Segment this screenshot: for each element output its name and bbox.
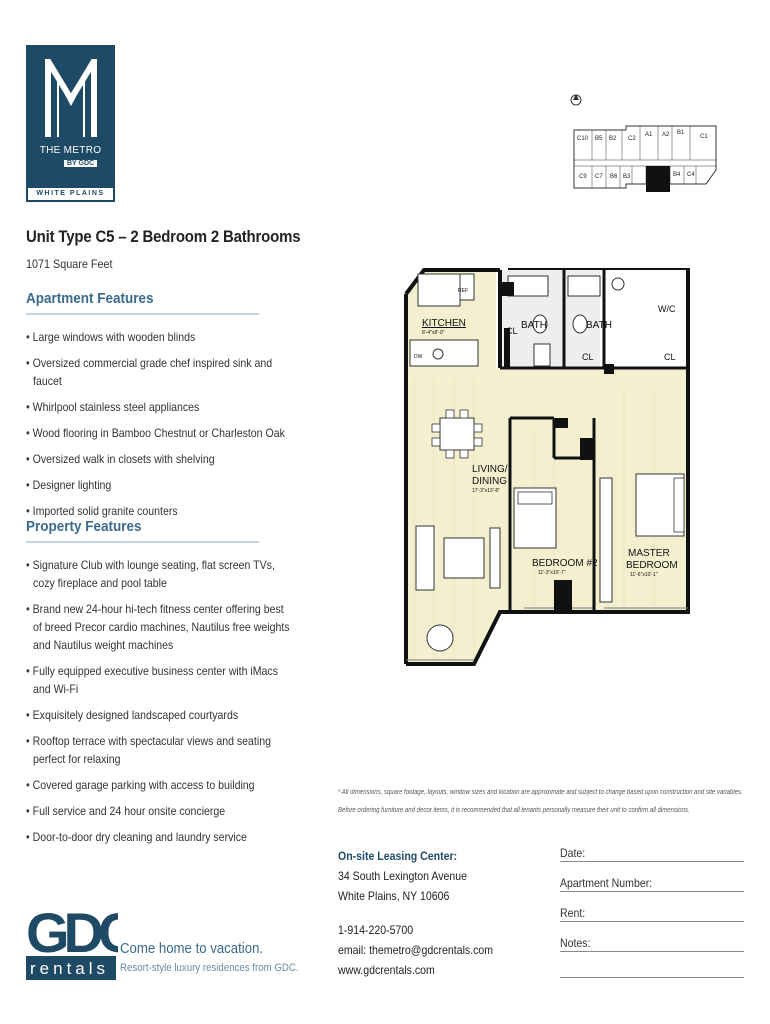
- disclaimer-line-1: * All dimensions, square footage, layout…: [338, 789, 743, 796]
- list-item: Signature Club with lounge seating, flat…: [26, 556, 290, 592]
- closet-2-label: CL: [582, 352, 594, 362]
- list-item: Oversized commercial grade chef inspired…: [26, 354, 290, 390]
- list-item: Door-to-door dry cleaning and laundry se…: [26, 828, 290, 846]
- date-label: Date:: [560, 846, 588, 860]
- list-item: Imported solid granite counters: [26, 502, 290, 520]
- kitchen-label: KITCHEN: [422, 318, 466, 329]
- bath-2-label: BATH: [586, 320, 612, 331]
- keyplan-unit-a2: A2: [662, 132, 670, 138]
- leasing-street: 34 South Lexington Avenue: [338, 869, 467, 883]
- list-item: Fully equipped executive business center…: [26, 662, 290, 698]
- leasing-email: email: themetro@gdcrentals.com: [338, 943, 494, 957]
- list-item: Designer lighting: [26, 476, 290, 494]
- bedroom-2-dimensions: 11'-3"x10'-7": [538, 570, 566, 576]
- keyplan-unit-c4: C4: [687, 172, 695, 178]
- apartment-number-label: Apartment Number:: [560, 876, 654, 890]
- keyplan-unit-c2: C2: [628, 136, 636, 142]
- notes-label: Notes:: [560, 936, 593, 950]
- property-features-list: Signature Club with lounge seating, flat…: [26, 556, 291, 846]
- closet-3-label: CL: [664, 352, 676, 362]
- unit-floor-plan: KITCHEN 8'-4"x8'-0" REF DW BATH BATH CL …: [404, 268, 690, 666]
- leasing-info: On-site Leasing Center: 34 South Lexingt…: [338, 846, 493, 980]
- keyplan-unit-c7: C7: [595, 174, 603, 180]
- leasing-city: White Plains, NY 10606: [338, 889, 450, 903]
- disclaimer: * All dimensions, square footage, layout…: [338, 784, 743, 820]
- gdc-rentals-logo: GDC rentals: [26, 901, 118, 980]
- brand-tagline: Come home to vacation.: [120, 940, 264, 957]
- the-metro-logo: THE METRO BY GDC WHITE PLAINS: [26, 45, 115, 202]
- property-features-rule: [26, 541, 259, 543]
- disclaimer-line-2: Before ordering furniture and decor item…: [338, 807, 690, 814]
- list-item: Large windows with wooden blinds: [26, 328, 290, 346]
- master-bedroom-label: BEDROOM: [626, 560, 678, 571]
- gdc-wordmark: GDC: [26, 901, 118, 964]
- keyplan-unit-b1: B1: [677, 130, 685, 136]
- kitchen-dimensions: 8'-4"x8'-0": [422, 330, 445, 336]
- bath-1-label: BATH: [521, 320, 547, 331]
- living-label: LIVING/: [472, 464, 508, 475]
- keyplan-unit-c9: C9: [579, 174, 587, 180]
- bedroom-2-label: BEDROOM #2: [532, 558, 598, 569]
- apartment-features-rule: [26, 313, 259, 315]
- apartment-number-field[interactable]: Apartment Number:: [560, 876, 744, 892]
- logo-by: BY GDC: [64, 160, 98, 167]
- notes-field[interactable]: Notes:: [560, 936, 744, 952]
- master-dimensions: 11'-6"x10'-1": [630, 572, 658, 578]
- keyplan-unit-b2: B2: [609, 136, 617, 142]
- building-key-plan: C10 B5 B2 C2 A1 A2 B1 C1 C9 C7 B6 B3 B4 …: [570, 94, 717, 192]
- brand-subtagline: Resort-style luxury residences from GDC.: [120, 962, 299, 974]
- metro-m-icon: [45, 59, 97, 137]
- dining-label: DINING: [472, 476, 507, 487]
- apartment-features-list: Large windows with wooden blinds Oversiz…: [26, 328, 291, 520]
- list-item: Exquisitely designed landscaped courtyar…: [26, 706, 290, 724]
- living-dimensions: 17'-3"x13'-8": [472, 488, 500, 494]
- master-label: MASTER: [628, 548, 670, 559]
- logo-name: THE METRO: [39, 145, 102, 156]
- property-features-heading: Property Features: [26, 518, 142, 535]
- list-item: Rooftop terrace with spectacular views a…: [26, 732, 290, 768]
- closet-1-label: CL: [506, 326, 518, 336]
- keyplan-unit-b4: B4: [673, 172, 681, 178]
- rentals-wordmark: rentals: [30, 959, 109, 978]
- keyplan-unit-b3: B3: [623, 174, 631, 180]
- list-item: Oversized walk in closets with shelving: [26, 450, 290, 468]
- list-item: Wood flooring in Bamboo Chestnut or Char…: [26, 424, 290, 442]
- compass-icon: [570, 94, 582, 106]
- unit-square-feet: 1071 Square Feet: [26, 257, 113, 271]
- keyplan-unit-c10: C10: [577, 136, 589, 142]
- dishwasher-label: DW: [414, 354, 423, 360]
- list-item: Brand new 24-hour hi-tech fitness center…: [26, 600, 290, 654]
- refrigerator-label: REF: [458, 288, 468, 294]
- list-item: Full service and 24 hour onsite concierg…: [26, 802, 290, 820]
- unit-title: Unit Type C5 – 2 Bedroom 2 Bathrooms: [26, 227, 301, 246]
- list-item: Covered garage parking with access to bu…: [26, 776, 290, 794]
- leasing-phone: 1-914-220-5700: [338, 923, 414, 937]
- leasing-heading: On-site Leasing Center:: [338, 849, 458, 863]
- keyplan-unit-b5: B5: [595, 136, 603, 142]
- leasing-website: www.gdcrentals.com: [338, 963, 435, 977]
- wic-label: W/C: [658, 304, 676, 314]
- rent-label: Rent:: [560, 906, 588, 920]
- keyplan-unit-c1: C1: [700, 134, 708, 140]
- closet-4-label: CL: [582, 440, 594, 450]
- list-item: Whirlpool stainless steel appliances: [26, 398, 290, 416]
- date-field[interactable]: Date:: [560, 846, 744, 862]
- apartment-features-heading: Apartment Features: [26, 290, 154, 307]
- rent-field[interactable]: Rent:: [560, 906, 744, 922]
- keyplan-unit-a1: A1: [645, 132, 653, 138]
- notes-extra-line[interactable]: [560, 962, 744, 978]
- keyplan-unit-b6: B6: [610, 174, 618, 180]
- logo-city: WHITE PLAINS: [26, 186, 115, 202]
